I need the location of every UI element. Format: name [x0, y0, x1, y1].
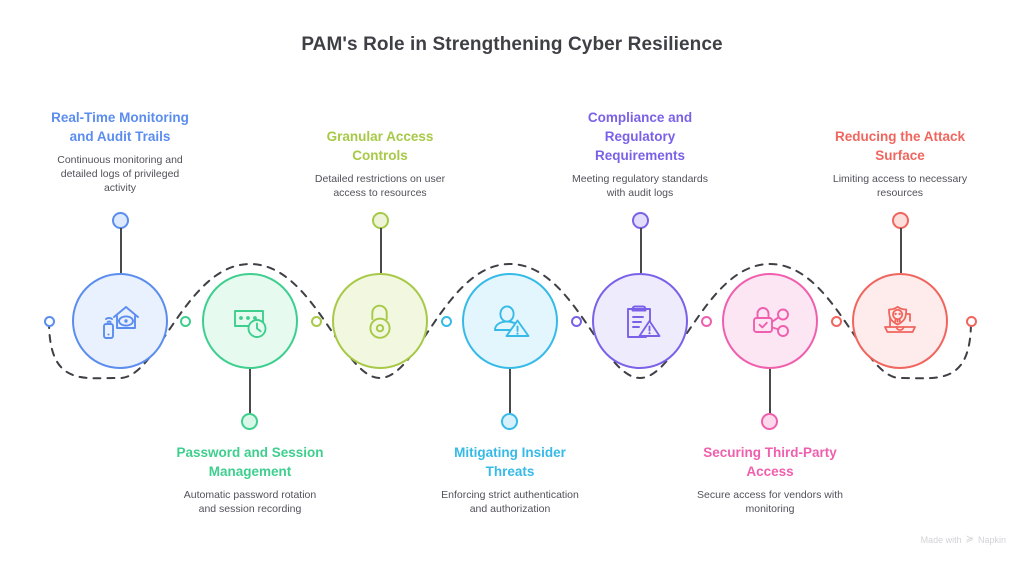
desc-line: detailed logs of privileged — [60, 168, 180, 180]
stem-reducing-attack-surface — [900, 228, 902, 273]
label-line: Granular Access — [326, 129, 434, 144]
watermark-prefix: Made with — [920, 534, 962, 545]
knob-reducing-attack-surface — [892, 212, 909, 229]
desc-line: Meeting regulatory standards — [572, 173, 708, 185]
ring-marker-4 — [571, 316, 582, 327]
label-line: Regulatory — [604, 129, 676, 144]
label-line: Mitigating Insider — [454, 445, 566, 460]
text-reducing-attack-surface: Reducing the Attack Surface Limiting acc… — [802, 127, 998, 200]
icon-circle-mitigating-insider-threats[interactable] — [462, 273, 558, 369]
label-line: Requirements — [594, 148, 686, 163]
ring-marker-2 — [311, 316, 322, 327]
label-line: Real-Time Monitoring — [51, 110, 189, 125]
label-line: and Audit Trails — [69, 129, 171, 144]
text-password-session-management: Password and Session Management Automati… — [152, 443, 348, 516]
ring-marker-3 — [441, 316, 452, 327]
desc-line: Secure access for vendors with — [697, 489, 843, 501]
label-line: Securing Third-Party — [703, 445, 837, 460]
icon-circle-securing-third-party-access[interactable] — [722, 273, 818, 369]
icon-circle-real-time-monitoring[interactable] — [72, 273, 168, 369]
text-securing-third-party-access: Securing Third-Party Access Secure acces… — [672, 443, 868, 516]
stem-real-time-monitoring — [120, 228, 122, 273]
icon-circle-password-session-management[interactable] — [202, 273, 298, 369]
knob-mitigating-insider-threats — [501, 413, 518, 430]
desc-line: Continuous monitoring and — [57, 154, 183, 166]
watermark-brand: Napkin — [977, 534, 1006, 545]
label-line: Threats — [485, 464, 535, 479]
ring-marker-6 — [831, 316, 842, 327]
icon-circle-granular-access-controls[interactable] — [332, 273, 428, 369]
knob-granular-access-controls — [372, 212, 389, 229]
icon-circle-compliance-regulatory-requirements[interactable] — [592, 273, 688, 369]
password-field-clock-icon — [226, 297, 274, 345]
desc-line: and session recording — [198, 503, 302, 515]
ring-marker-start — [44, 316, 55, 327]
label-line: Access — [746, 464, 794, 479]
knob-compliance-regulatory-requirements — [632, 212, 649, 229]
desc-line: with audit logs — [606, 187, 674, 199]
ring-marker-5 — [701, 316, 712, 327]
text-granular-access-controls: Granular Access Controls Detailed restri… — [282, 127, 478, 200]
desc-line: resources — [876, 187, 924, 199]
stem-securing-third-party-access — [769, 369, 771, 414]
knob-securing-third-party-access — [761, 413, 778, 430]
stem-granular-access-controls — [380, 228, 382, 273]
desc-line: monitoring — [745, 503, 795, 515]
desc-line: and authorization — [469, 503, 551, 515]
house-eye-phone-icon — [96, 297, 144, 345]
laptop-skull-shield-icon — [876, 297, 924, 345]
label-line: Password and Session — [176, 445, 324, 460]
ring-marker-1 — [180, 316, 191, 327]
ring-marker-end — [966, 316, 977, 327]
knob-real-time-monitoring — [112, 212, 129, 229]
label-line: Controls — [352, 148, 408, 163]
watermark: Made with ≽ Napkin — [921, 534, 1006, 545]
clipboard-warning-icon — [616, 297, 664, 345]
stem-mitigating-insider-threats — [509, 369, 511, 414]
stem-compliance-regulatory-requirements — [640, 228, 642, 273]
padlock-share-check-icon — [746, 297, 794, 345]
open-padlock-icon — [357, 298, 403, 344]
page-title: PAM's Role in Strengthening Cyber Resili… — [301, 34, 723, 55]
desc-line: Detailed restrictions on user — [314, 173, 446, 185]
label-line: Management — [208, 464, 292, 479]
text-mitigating-insider-threats: Mitigating Insider Threats Enforcing str… — [412, 443, 608, 516]
user-warning-icon — [486, 297, 534, 345]
desc-line: access to resources — [333, 187, 427, 199]
desc-line: activity — [103, 182, 137, 194]
label-line: Compliance and — [587, 110, 693, 125]
text-real-time-monitoring: Real-Time Monitoring and Audit Trails Co… — [22, 108, 218, 195]
knob-password-session-management — [241, 413, 258, 430]
label-line: Reducing the Attack — [834, 129, 966, 144]
icon-circle-reducing-attack-surface[interactable] — [852, 273, 948, 369]
napkin-logo-icon: ≽ — [965, 534, 974, 545]
stem-password-session-management — [249, 369, 251, 414]
label-line: Surface — [875, 148, 925, 163]
desc-line: Limiting access to necessary — [832, 173, 968, 185]
text-compliance-regulatory-requirements: Compliance and Regulatory Requirements M… — [542, 108, 738, 200]
desc-line: Enforcing strict authentication — [441, 489, 579, 501]
desc-line: Automatic password rotation — [183, 489, 317, 501]
